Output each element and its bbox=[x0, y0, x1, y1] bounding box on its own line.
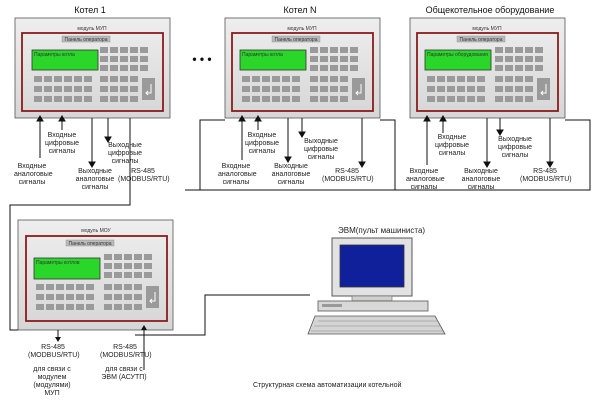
label-k1-in-analog: Входные аналоговые сигналы bbox=[14, 163, 53, 186]
computer-icon bbox=[307, 237, 446, 335]
module-label-kotelN: модуль МУП bbox=[287, 26, 317, 32]
screen-text-common: Параметры оборудования bbox=[427, 52, 488, 58]
module-label-common: модуль МУП bbox=[472, 26, 502, 32]
label-k1-out-digital: Выходные цифровые сигналы bbox=[107, 142, 143, 165]
label-common-in-analog: Входные аналоговые сигналы bbox=[406, 168, 445, 191]
group-label-common: Общекотельное оборудование bbox=[425, 5, 555, 15]
continuation-dots: • • • bbox=[192, 52, 212, 66]
screen-text-kotel1: Параметры котла bbox=[34, 52, 75, 58]
label-kN-in-digital: Входные цифровые сигналы bbox=[244, 132, 280, 155]
rs485-arrows bbox=[55, 325, 147, 342]
module-panel-mou bbox=[17, 219, 174, 331]
group-label-kotelN: Котел N bbox=[283, 5, 317, 15]
keypad-mou bbox=[36, 254, 159, 310]
rs485-bus bbox=[9, 119, 591, 370]
label-common-out-digital: Выходные цифровые сигналы bbox=[497, 136, 533, 159]
label-mou-link-computer: для связи с ЭВМ (АСУТП) bbox=[101, 366, 147, 381]
label-mou-link-modules: для связи с модулем (модулями) МУП bbox=[33, 366, 71, 397]
label-k1-in-digital: Входные цифровые сигналы bbox=[44, 132, 80, 155]
label-k1-out-analog: Выходные аналоговые сигналы bbox=[75, 168, 115, 191]
screen-text-kotelN: Параметры котла bbox=[242, 52, 283, 58]
module-label-mou: модуль МОУ bbox=[81, 228, 111, 234]
panel-caption-common: Панель оператора bbox=[459, 37, 503, 43]
screen-text-mou: Параметры котлов bbox=[36, 260, 80, 266]
label-common-rs485: RS-485 (MODBUS/RTU) bbox=[520, 168, 572, 183]
keypad-kotel1 bbox=[34, 47, 155, 102]
computer-label: ЭВМ(пульт машиниста) bbox=[338, 226, 426, 235]
label-k1-rs485: RS-485 (MODBUS/RTU) bbox=[118, 168, 170, 183]
keypad-common bbox=[427, 47, 550, 102]
label-kN-out-analog: Выходные аналоговые сигналы bbox=[271, 163, 311, 186]
diagram-title: Структурная схема автоматизации котельно… bbox=[253, 382, 402, 389]
label-kN-in-analog: Входные аналоговые сигналы bbox=[218, 163, 257, 186]
signal-lines bbox=[36, 115, 554, 168]
label-common-in-digital: Входные цифровые сигналы bbox=[434, 134, 470, 157]
group-label-kotel1: Котел 1 bbox=[74, 5, 106, 15]
keypad-kotelN bbox=[242, 47, 365, 102]
label-common-out-analog: Выходные аналоговые сигналы bbox=[461, 168, 501, 191]
panel-caption-mou: Панель оператора bbox=[68, 241, 112, 247]
module-label-kotel1: модуль МУП bbox=[77, 26, 107, 32]
label-kN-out-digital: Выходные цифровые сигналы bbox=[303, 138, 339, 161]
panel-caption-kotelN: Панель оператора bbox=[274, 37, 318, 43]
label-kN-rs485: RS-485 (MODBUS/RTU) bbox=[322, 168, 374, 183]
label-mou-rs485-left: RS-485 (MODBUS/RTU) bbox=[28, 344, 80, 359]
panel-caption-kotel1: Панель оператора bbox=[64, 37, 108, 43]
label-mou-rs485-right: RS-485 (MODBUS/RTU) bbox=[100, 344, 152, 359]
